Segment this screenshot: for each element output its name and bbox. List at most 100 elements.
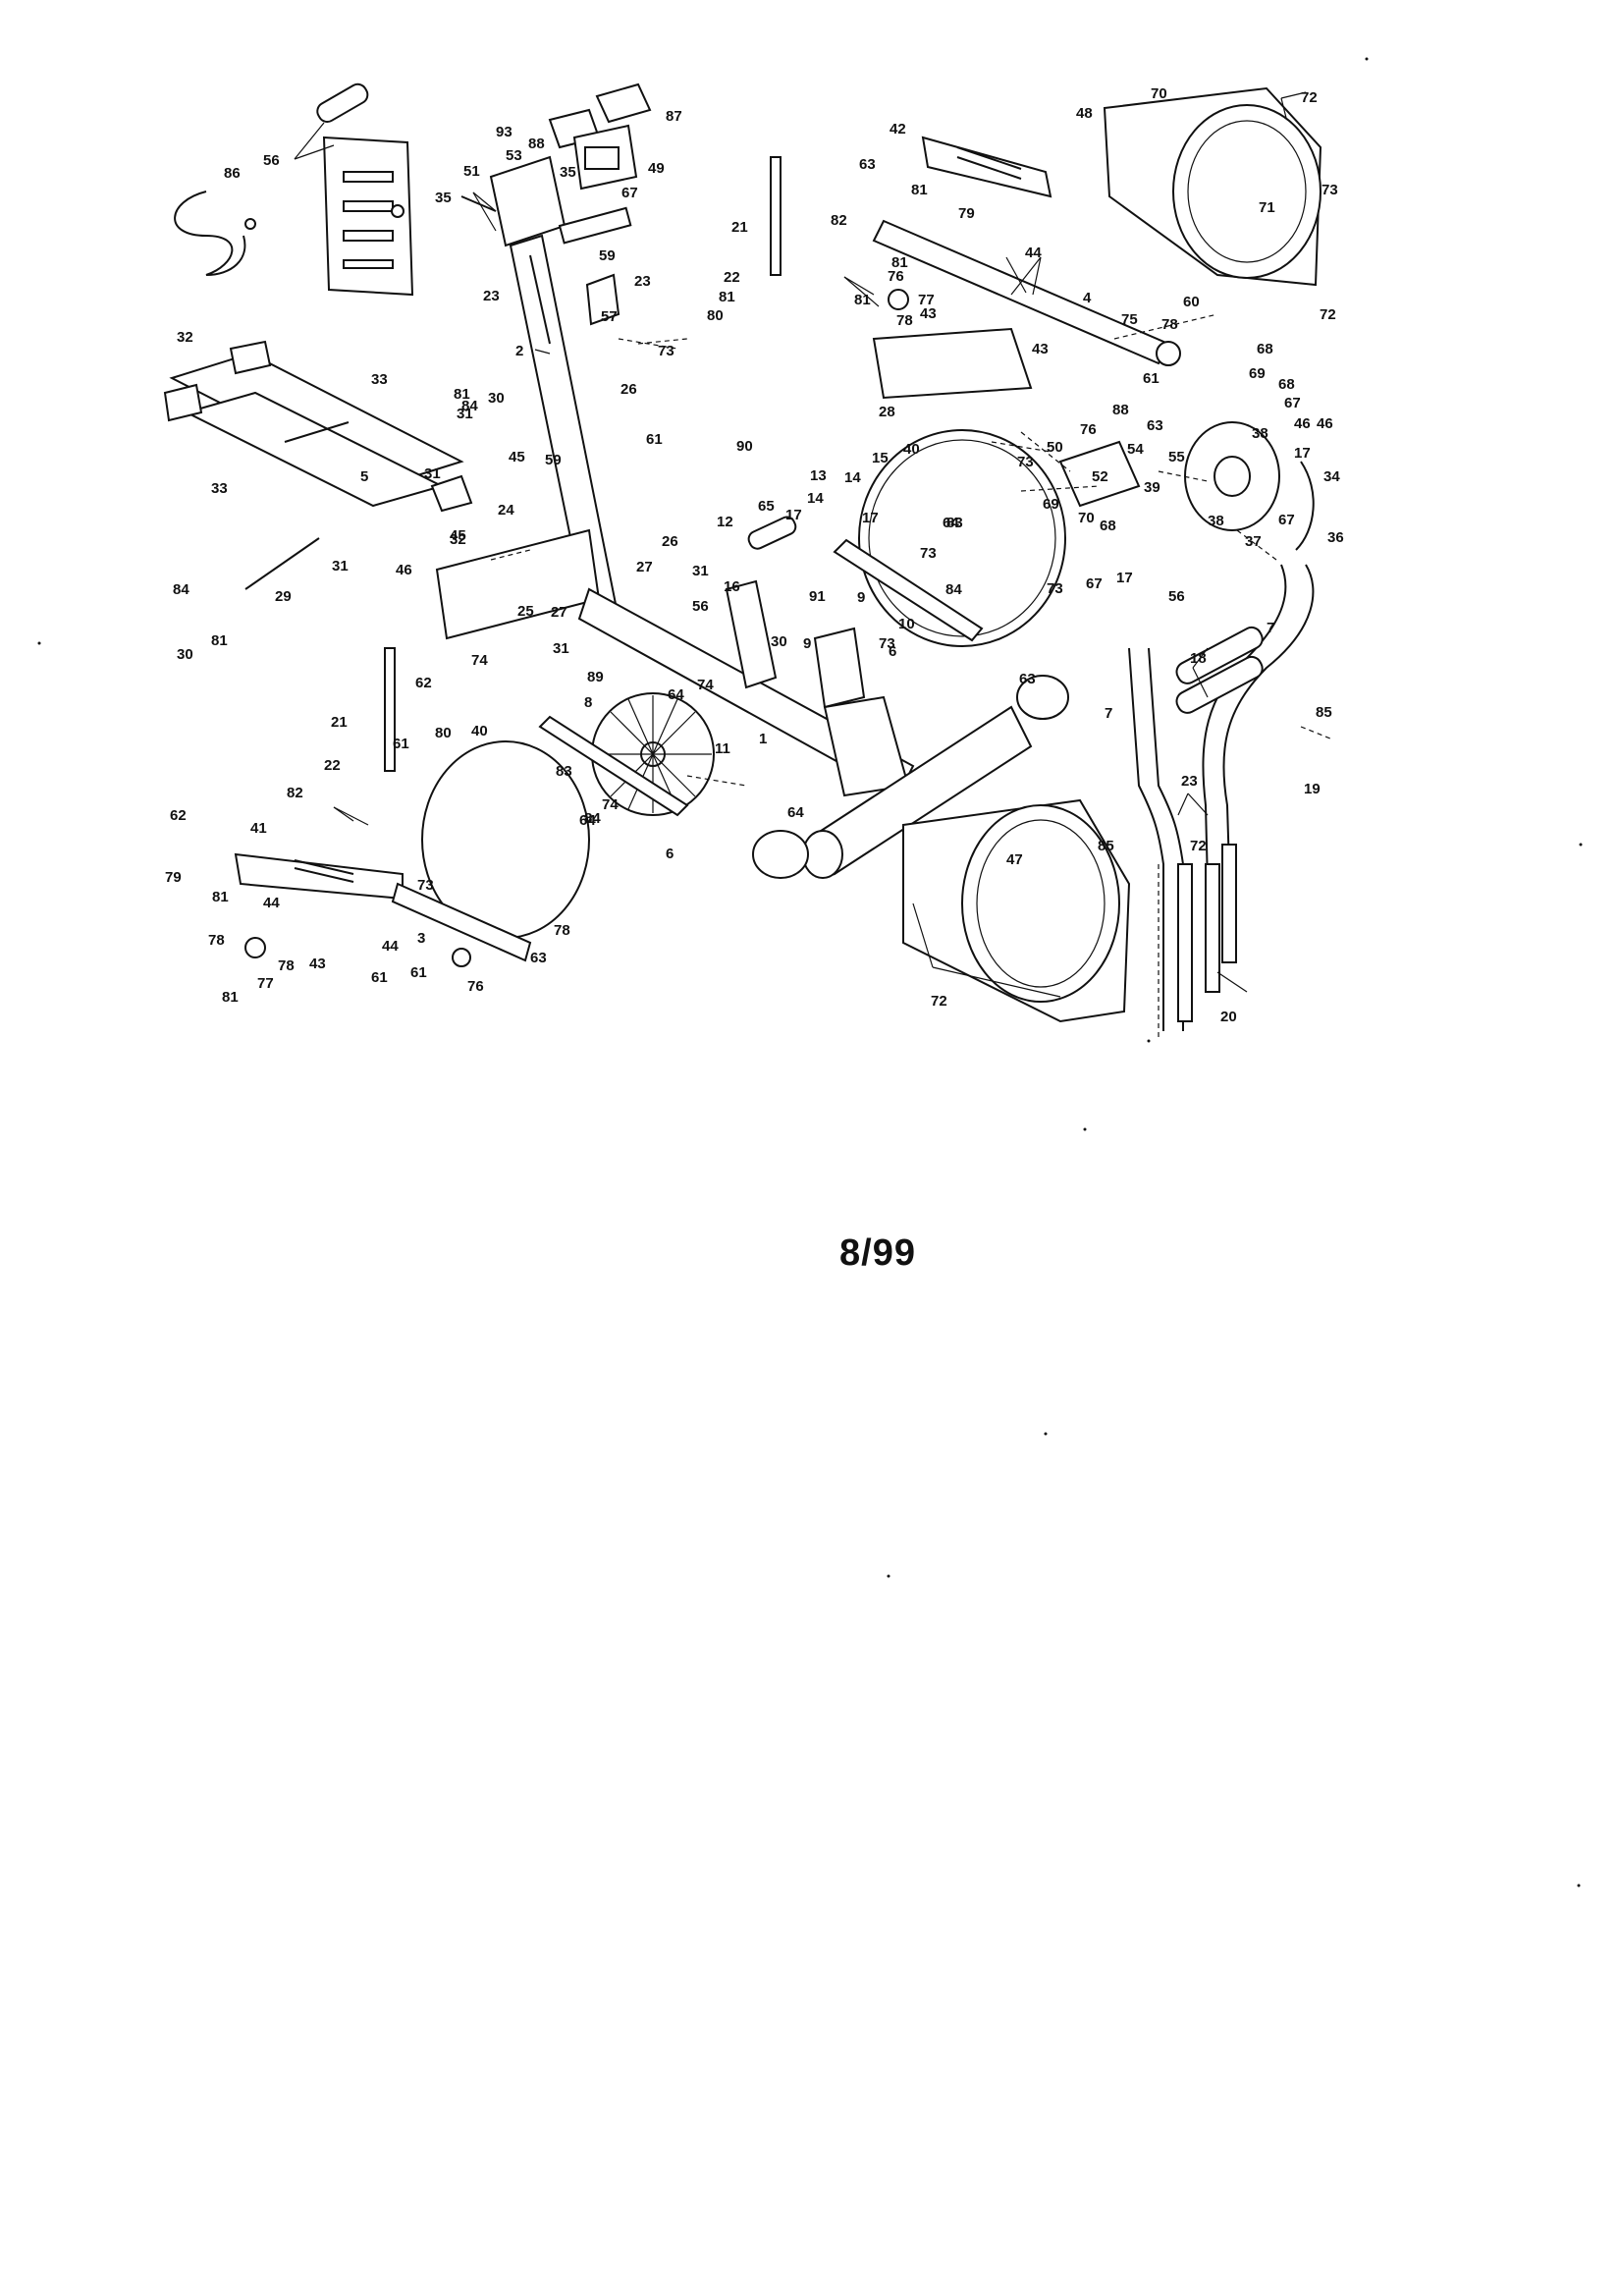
callout-label: 63 (859, 156, 876, 173)
footer-date: 8/99 (839, 1232, 916, 1274)
callout-label: 56 (263, 152, 280, 169)
callout-label: 30 (488, 390, 505, 407)
callout-label: 3 (417, 930, 425, 947)
pedal-crank-handle (747, 516, 797, 550)
callout-label: 84 (945, 581, 962, 598)
callout-label: 73 (1047, 580, 1063, 597)
callout-label: 73 (1321, 182, 1338, 198)
stabilizer-frame (163, 340, 473, 513)
dashed-guides (490, 313, 1331, 1041)
callout-label: 51 (463, 163, 480, 180)
callout-label: 29 (275, 588, 292, 605)
axle-rod (244, 537, 320, 590)
callout-label: 56 (692, 598, 709, 615)
callout-label: 26 (662, 533, 678, 550)
callout-label: 88 (528, 136, 545, 152)
callout-label: 68 (1278, 376, 1295, 393)
callout-label: 7 (1267, 620, 1274, 636)
callout-label: 73 (417, 877, 434, 894)
callout-label: 76 (1080, 421, 1097, 438)
callout-label: 78 (1161, 316, 1178, 333)
callout-label: 21 (331, 714, 348, 731)
callout-label: 78 (896, 312, 913, 329)
callout-label: 73 (920, 545, 937, 562)
callout-label: 85 (1098, 838, 1114, 854)
callout-label: 73 (1017, 454, 1034, 470)
callout-label: 77 (257, 975, 274, 992)
callout-label: 52 (1092, 468, 1108, 485)
callout-label: 81 (454, 386, 470, 403)
callout-label: 78 (278, 957, 295, 974)
front-stabilizer-tube (752, 675, 1069, 879)
handlebar-grip (1175, 626, 1264, 714)
callout-label: 24 (498, 502, 514, 519)
pulse-sensor-cable (174, 191, 256, 276)
callout-label: 78 (208, 932, 225, 949)
callout-label: 14 (807, 490, 824, 507)
callout-label: 54 (1127, 441, 1144, 458)
callout-label: 32 (450, 531, 466, 548)
left-pedal-arm (234, 852, 532, 967)
callout-label: 46 (1294, 415, 1311, 432)
callout-label: 64 (943, 515, 959, 531)
callout-label: 6 (889, 643, 896, 660)
callout-label: 31 (332, 558, 349, 574)
resistance-disc (1184, 421, 1315, 551)
callout-label: 61 (371, 969, 388, 986)
callout-label: 73 (879, 635, 895, 652)
callout-label: 75 (1121, 311, 1138, 328)
callout-label: 10 (898, 616, 915, 632)
callout-label: 78 (554, 922, 570, 939)
callout-label: 12 (717, 514, 733, 530)
callout-label: 88 (1112, 402, 1129, 418)
callout-label: 70 (1078, 510, 1095, 526)
callout-label: 81 (854, 292, 871, 308)
callout-label: 44 (1025, 245, 1042, 261)
callout-label: 76 (467, 978, 484, 995)
callout-label: 61 (1143, 370, 1160, 387)
callout-label: 74 (697, 677, 714, 693)
callout-label: 62 (415, 675, 432, 691)
callout-label: 87 (666, 108, 682, 125)
callout-label: 55 (1168, 449, 1185, 465)
console-assembly (460, 82, 652, 247)
callout-label: 2 (515, 343, 523, 359)
callout-label: 43 (1032, 341, 1049, 357)
callout-label: 48 (1076, 105, 1093, 122)
callout-label: 76 (888, 268, 904, 285)
right-pedal-arm (872, 136, 1181, 366)
callout-label: 59 (599, 247, 616, 264)
callout-label: 79 (958, 205, 975, 222)
callout-label: 47 (1006, 851, 1023, 868)
callout-label: 33 (211, 480, 228, 497)
callout-label: 26 (620, 381, 637, 398)
callout-label: 7 (1105, 705, 1112, 722)
callout-label: 18 (1190, 650, 1207, 667)
callout-label: 81 (222, 989, 239, 1006)
callout-label: 50 (1047, 439, 1063, 456)
callout-label: 37 (1245, 533, 1262, 550)
callout-label: 80 (435, 725, 452, 741)
callout-label: 57 (601, 308, 618, 325)
callout-label: 67 (1086, 575, 1103, 592)
hardware-card (322, 136, 414, 297)
callout-label: 23 (634, 273, 651, 290)
callout-label: 72 (1301, 89, 1318, 106)
callout-label: 6 (666, 846, 674, 862)
callout-label: 42 (890, 121, 906, 137)
callout-label: 36 (1327, 529, 1344, 546)
callout-label: 17 (1116, 570, 1133, 586)
callout-label: 17 (785, 507, 802, 523)
callout-label: 39 (1144, 479, 1160, 496)
callout-label: 31 (457, 406, 473, 422)
callout-label: 21 (731, 219, 748, 236)
front-shroud (902, 798, 1131, 1023)
leader-lines (294, 91, 1307, 998)
callout-label: 82 (287, 785, 303, 801)
right-upright-tube (770, 156, 782, 276)
callout-label: 31 (692, 563, 709, 579)
callout-label: 60 (1183, 294, 1200, 310)
lower-arm-tubes (1177, 844, 1237, 1022)
callout-label: 17 (862, 510, 879, 526)
callout-label: 4 (1083, 290, 1092, 306)
